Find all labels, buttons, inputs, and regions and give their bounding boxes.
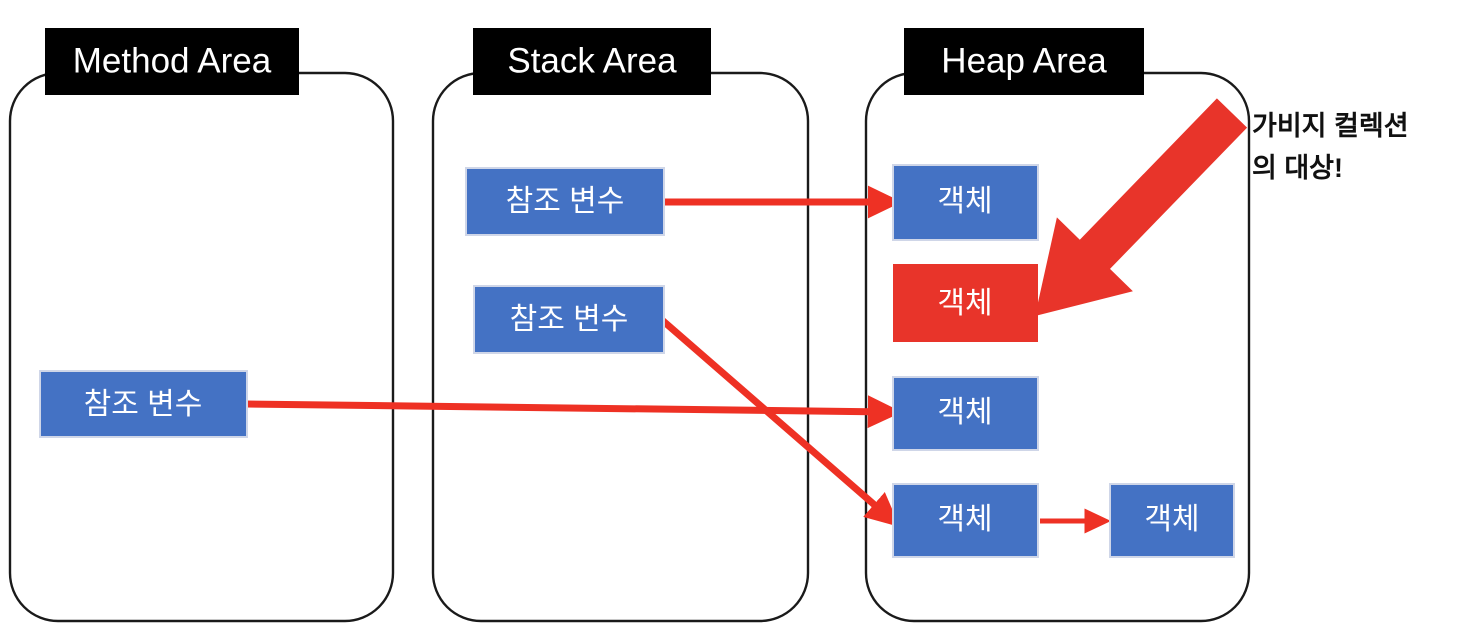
heap-object-node-5[interactable]: 객체 xyxy=(1109,483,1235,558)
method-ref-variable-node[interactable]: 참조 변수 xyxy=(39,370,248,438)
stack-ref-variable-label-1: 참조 변수 xyxy=(506,185,625,218)
connector-stackref2-to-heapobj4 xyxy=(659,317,900,527)
method-ref-variable-box[interactable] xyxy=(39,370,248,438)
heap-object-node-3[interactable]: 객체 xyxy=(892,376,1039,451)
heap-object-label-4: 객체 xyxy=(937,503,992,536)
stack-area-label: Stack Area xyxy=(507,41,677,80)
callout-line-2: 의 대상! xyxy=(1252,153,1343,183)
heap-object-label-5: 객체 xyxy=(1144,503,1199,536)
heap-object-box-2[interactable] xyxy=(893,264,1038,342)
heap-object-box-5[interactable] xyxy=(1109,483,1235,558)
heap-object-node-4[interactable]: 객체 xyxy=(892,483,1039,558)
heap-object-label-1: 객체 xyxy=(937,185,992,218)
stack-ref-variable-node-2[interactable]: 참조 변수 xyxy=(473,285,665,354)
method-area-container: Method Area xyxy=(8,28,395,623)
connector-methodref-to-heapobj3 xyxy=(245,395,903,429)
heap-object-node-1[interactable]: 객체 xyxy=(892,164,1039,241)
method-area-label: Method Area xyxy=(73,41,272,80)
stack-ref-variable-box-1[interactable] xyxy=(465,167,665,236)
heap-object-box-1[interactable] xyxy=(892,164,1039,241)
callout-line-1: 가비지 컬렉션 xyxy=(1252,111,1409,141)
heap-object-label-3: 객체 xyxy=(937,396,992,429)
heap-object-box-3[interactable] xyxy=(892,376,1039,451)
garbage-collection-callout: 가비지 컬렉션 의 대상! xyxy=(1252,111,1409,183)
heap-area-label-bg xyxy=(904,28,1144,95)
method-ref-variable-label: 참조 변수 xyxy=(84,388,203,421)
heap-object-label-2: 객체 xyxy=(937,287,992,320)
method-area-outline xyxy=(8,71,395,623)
stack-ref-variable-label-2: 참조 변수 xyxy=(510,303,629,336)
heap-object-box-4[interactable] xyxy=(892,483,1039,558)
method-area-label-bg xyxy=(45,28,299,95)
block-arrow-icon xyxy=(1035,98,1248,317)
stack-area-label-bg xyxy=(473,28,711,95)
stack-ref-variable-node-1[interactable]: 참조 변수 xyxy=(465,167,665,236)
garbage-collection-pointer-arrow xyxy=(1035,98,1248,317)
heap-area-label: Heap Area xyxy=(941,41,1107,80)
stack-ref-variable-box-2[interactable] xyxy=(473,285,665,354)
heap-object-node-2[interactable]: 객체 xyxy=(893,264,1038,342)
